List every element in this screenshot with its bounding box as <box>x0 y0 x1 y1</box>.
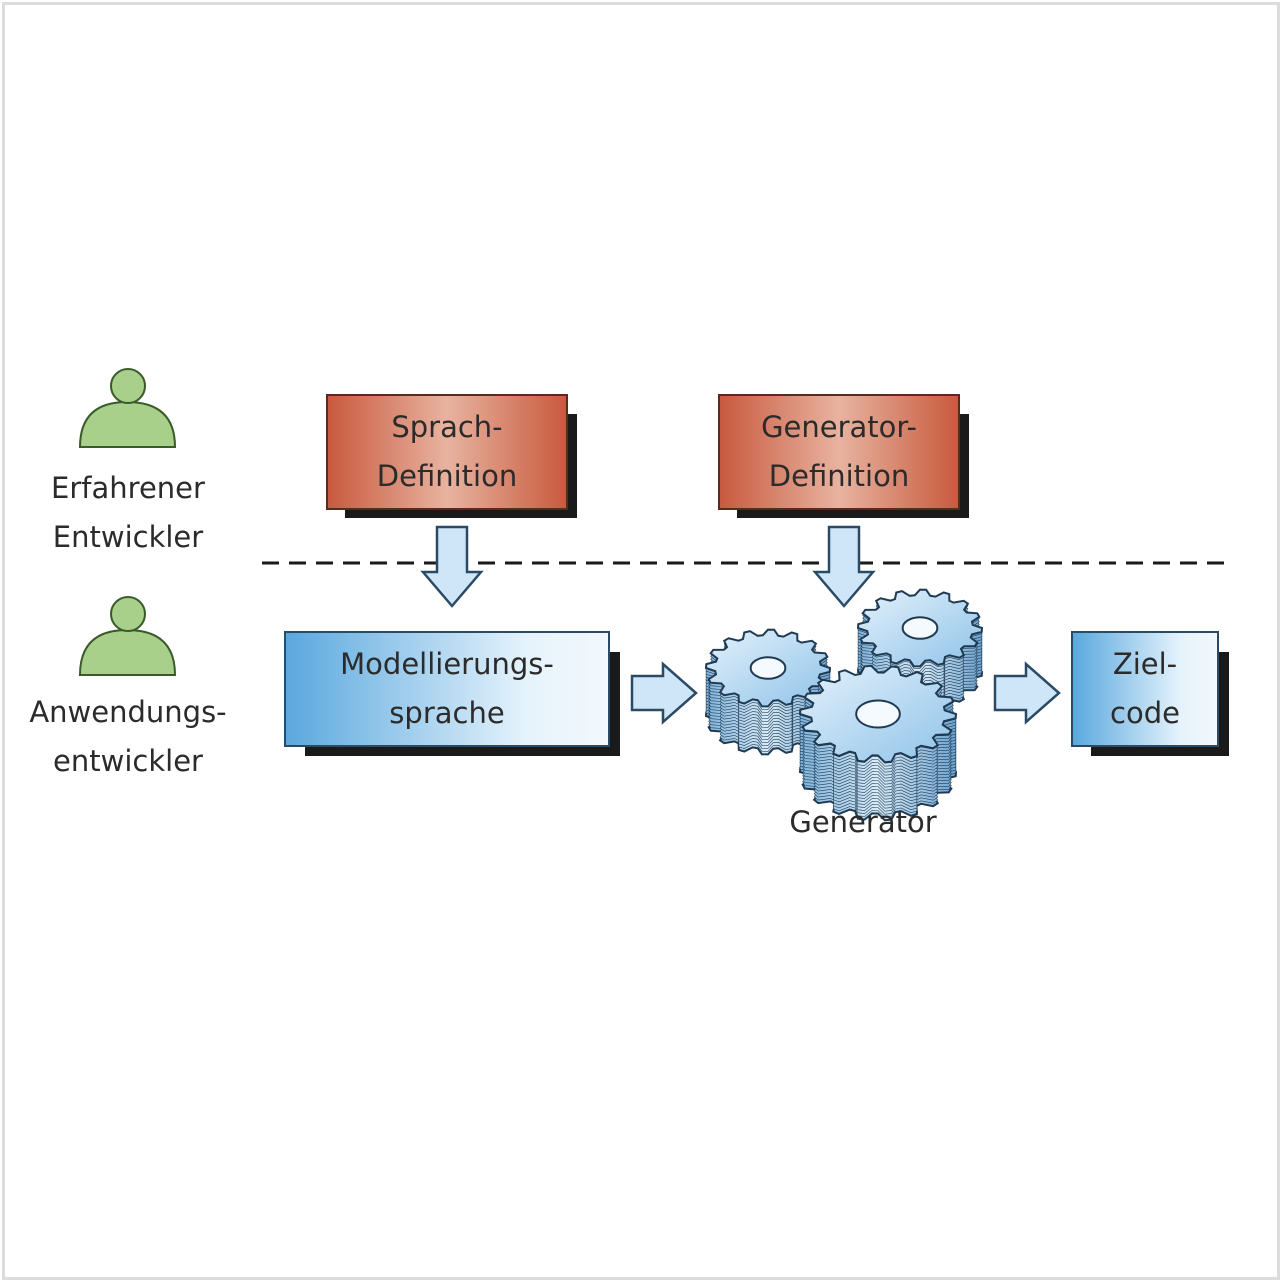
sprach-definition-box: Sprach- Definition <box>326 394 568 510</box>
experienced-developer-line1: Erfahrener <box>51 471 205 505</box>
generator-label: Generator <box>789 805 937 839</box>
gear-front-icon <box>798 664 958 822</box>
zielcode-line1: Ziel- <box>1112 647 1178 681</box>
zielcode-line2: code <box>1110 696 1180 730</box>
experienced-developer-line2: Entwickler <box>52 520 204 554</box>
application-developer-label: Anwendungs- entwickler <box>18 688 238 786</box>
generator-definition-line1: Generator- <box>761 410 917 444</box>
arrow-right-code-icon <box>993 661 1061 725</box>
sprach-definition-line1: Sprach- <box>391 410 503 444</box>
arrow-down-generator-icon <box>812 525 876 608</box>
zielcode-box: Ziel- code <box>1071 631 1219 747</box>
modellierungssprache-line2: sprache <box>389 696 505 730</box>
arrow-down-sprach-icon <box>420 525 484 608</box>
experienced-developer-label: Erfahrener Entwickler <box>28 464 228 562</box>
sprach-definition-line2: Definition <box>376 459 518 493</box>
modellierungssprache-box: Modellierungs- sprache <box>284 631 610 747</box>
modellierungssprache-line1: Modellierungs- <box>340 647 554 681</box>
experienced-developer-icon <box>78 368 177 448</box>
generator-gears-icon <box>704 588 984 822</box>
application-developer-line1: Anwendungs- <box>29 695 227 729</box>
generator-definition-line2: Definition <box>768 459 910 493</box>
arrow-right-model-icon <box>630 661 698 725</box>
application-developer-line2: entwickler <box>53 744 203 778</box>
generator-definition-box: Generator- Definition <box>718 394 960 510</box>
application-developer-icon <box>78 596 177 676</box>
